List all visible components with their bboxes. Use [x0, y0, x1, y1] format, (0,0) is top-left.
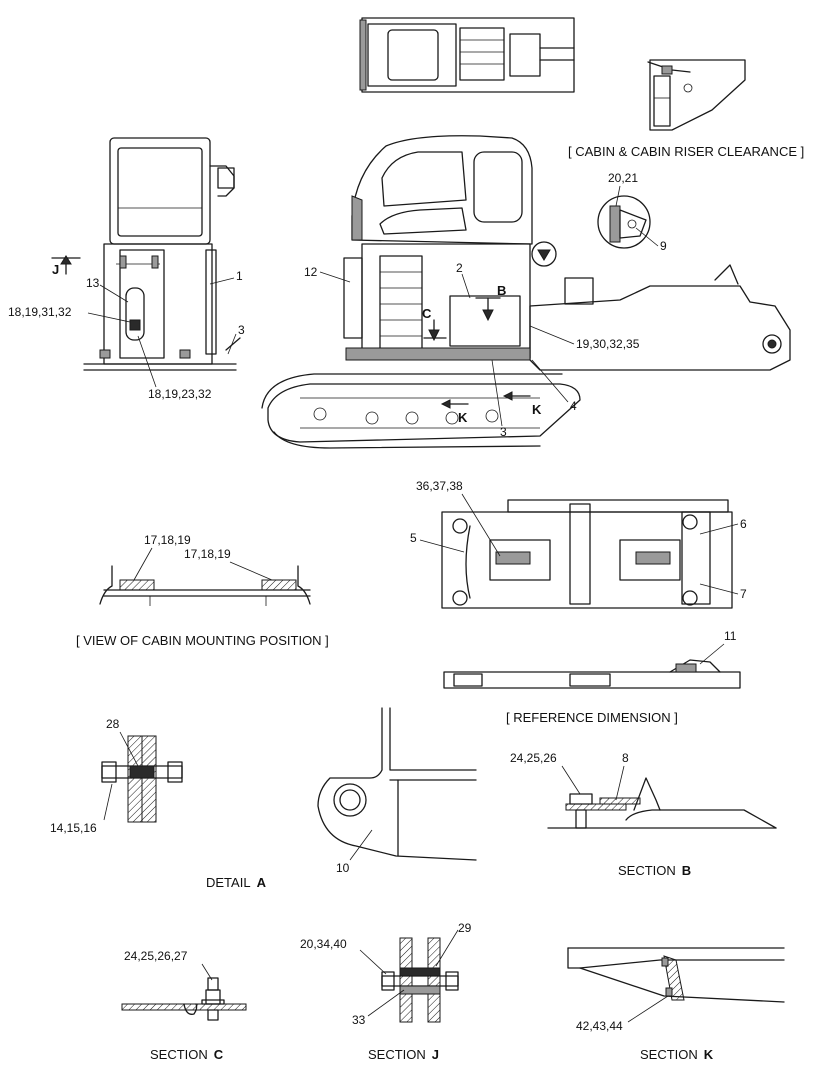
callout-17-18-19-right: 17,18,19: [184, 547, 231, 561]
leader-17-18-19-left: [133, 547, 153, 581]
view-arrow-b: B: [475, 283, 506, 322]
callout-17-18-19-left: 17,18,19: [144, 533, 191, 547]
leader-24-25-26: [561, 765, 581, 795]
callout-20-34-40: 20,34,40: [300, 937, 347, 951]
leader-9: [635, 227, 659, 247]
leader-3-right: [491, 359, 503, 427]
callout-9: 9: [660, 239, 667, 253]
leader-28: [119, 731, 139, 767]
callout-18-19-31-32: 18,19,31,32: [8, 305, 72, 319]
leader-19-30-32-35: [529, 325, 575, 345]
leader-42-43-44: [627, 995, 669, 1023]
machine-side-view: [261, 135, 791, 449]
callout-11: 11: [724, 629, 737, 643]
view-label-k-lower: K: [458, 410, 468, 425]
leader-11: [699, 643, 725, 665]
leader-29: [435, 929, 459, 967]
callout-3-left: 3: [238, 323, 245, 337]
view-arrow-k-lower: K: [440, 399, 469, 425]
leader-20-34-40: [359, 949, 387, 975]
view-label-c: C: [422, 306, 432, 321]
machine-top-view: [359, 17, 575, 93]
section-c-drawing: [121, 977, 247, 1021]
leader-33: [367, 989, 405, 1017]
callout-12: 12: [304, 265, 318, 279]
leader-4: [531, 359, 569, 403]
callout-24-25-26-27: 24,25,26,27: [124, 949, 188, 963]
callout-14-15-16: 14,15,16: [50, 821, 97, 835]
section-b-drawing: [547, 777, 777, 829]
callout-3-right: 3: [500, 425, 507, 439]
detail-circle-9: [597, 195, 651, 249]
callout-10: 10: [336, 861, 350, 875]
view-label-b: B: [497, 283, 506, 298]
callout-29: 29: [458, 921, 472, 935]
detail-a-drawing: [101, 735, 183, 823]
callout-42-43-44: 42,43,44: [576, 1019, 623, 1033]
cabin-mounting-view: [99, 565, 311, 606]
view-arrow-k-upper: K: [502, 391, 542, 417]
cabin-riser-clearance-detail: [647, 59, 746, 131]
callout-8: 8: [622, 751, 629, 765]
callout-24-25-26: 24,25,26: [510, 751, 557, 765]
leader-18-19-23-32: [137, 335, 157, 388]
view-arrow-c: C: [422, 306, 447, 342]
callout-20-21: 20,21: [608, 171, 638, 185]
callout-4: 4: [570, 399, 577, 413]
callout-33: 33: [352, 1013, 366, 1027]
base-frame-top-view: [441, 499, 733, 609]
callout-7: 7: [740, 587, 747, 601]
leader-2: [461, 273, 471, 299]
leader-10: [349, 829, 373, 861]
leader-8: [615, 765, 625, 801]
view-label-j: J: [52, 262, 59, 277]
leader-18-19-31-32: [87, 312, 131, 323]
cabin-front-view: [83, 137, 241, 371]
caption-view-cabin-mounting: [ VIEW OF CABIN MOUNTING POSITION ]: [76, 633, 329, 648]
leader-17-18-19-right: [229, 561, 273, 581]
callout-1: 1: [236, 269, 243, 283]
callout-13: 13: [86, 276, 100, 290]
leader-5: [419, 539, 465, 553]
section-j-drawing: [381, 937, 459, 1023]
callout-36-37-38: 36,37,38: [416, 479, 463, 493]
callout-5: 5: [410, 531, 417, 545]
reference-dimension-view: [443, 659, 741, 689]
leader-3-left: [227, 333, 237, 355]
leader-7: [699, 583, 739, 595]
leader-36-37-38: [461, 493, 501, 557]
leader-12: [319, 271, 351, 283]
caption-cabin-riser-clearance: [ CABIN & CABIN RISER CLEARANCE ]: [568, 144, 804, 159]
view-arrow-j: J: [51, 255, 81, 277]
callout-19-30-32-35: 19,30,32,35: [576, 337, 640, 351]
hinge-detail-10: [317, 707, 477, 861]
leader-13: [99, 284, 129, 303]
view-label-k-upper: K: [532, 402, 542, 417]
leader-1: [209, 277, 235, 285]
leader-14-15-16: [103, 783, 113, 821]
leader-20-21: [615, 185, 621, 207]
leader-6: [699, 523, 739, 535]
callout-18-19-23-32: 18,19,23,32: [148, 387, 212, 401]
callout-6: 6: [740, 517, 747, 531]
callout-28: 28: [106, 717, 120, 731]
caption-reference-dimension: [ REFERENCE DIMENSION ]: [506, 710, 678, 725]
section-k-drawing: [567, 947, 785, 1003]
callout-2: 2: [456, 261, 463, 275]
leader-24-25-26-27: [201, 963, 213, 981]
